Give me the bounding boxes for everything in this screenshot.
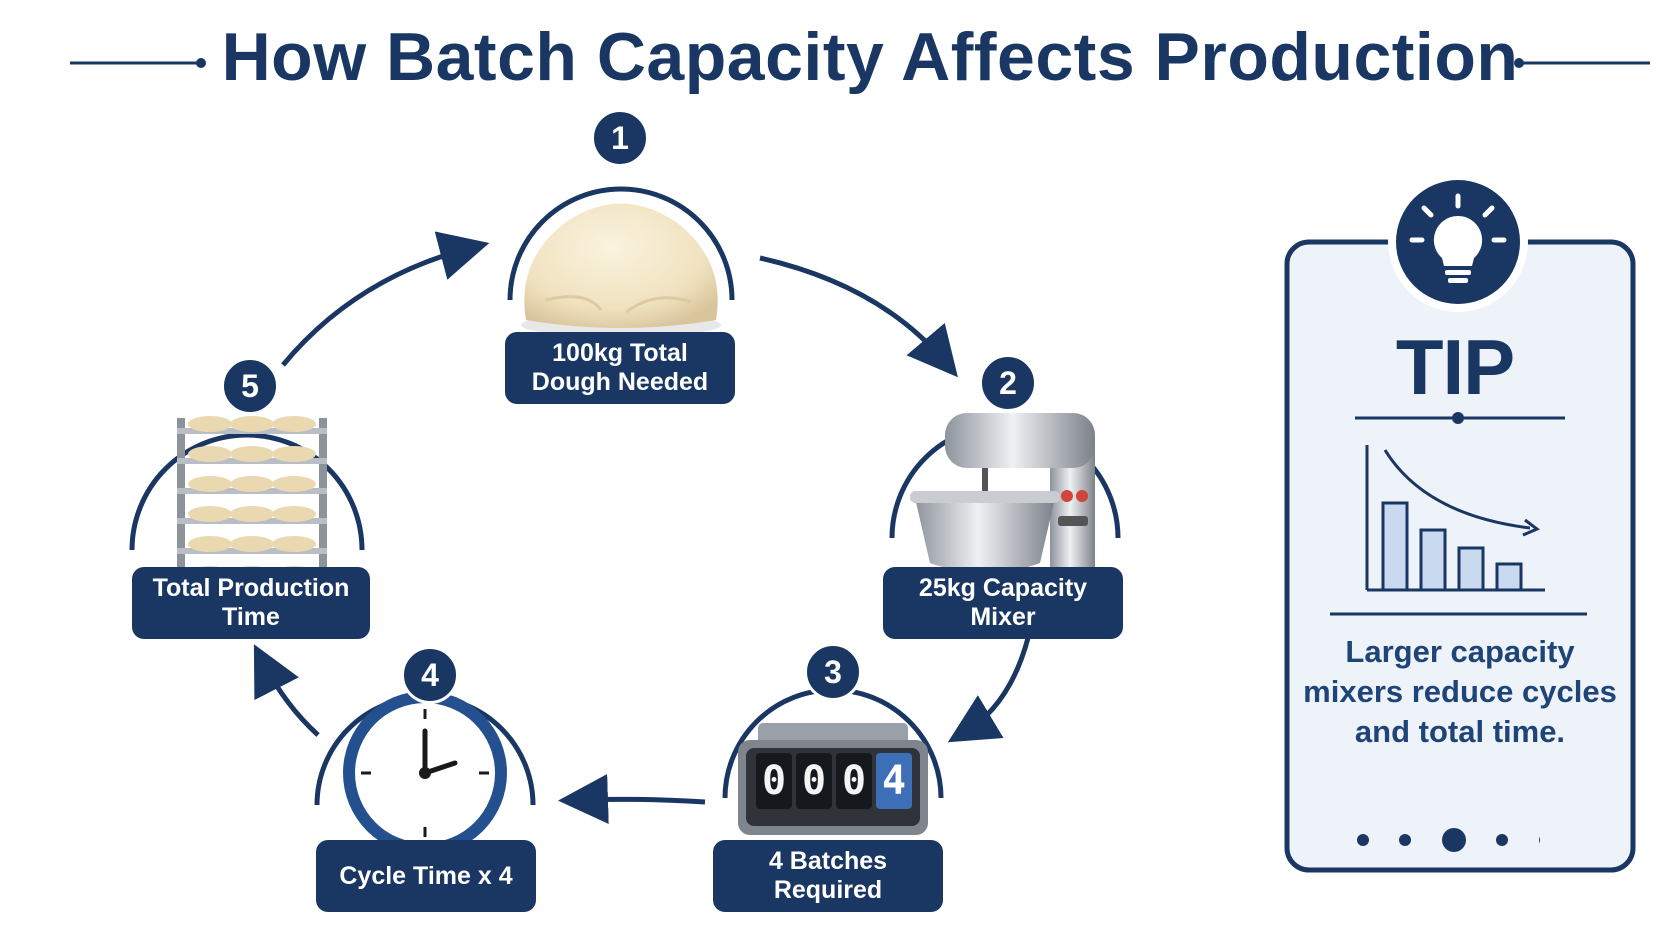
lightbulb-icon bbox=[1409, 193, 1507, 283]
step-3-label: 4 Batches Required bbox=[713, 840, 943, 912]
arrow-1-to-2 bbox=[759, 255, 958, 378]
counter-digit-highlight: 4 bbox=[876, 753, 912, 809]
arrow-2-to-3 bbox=[947, 637, 1031, 743]
step-1-image bbox=[507, 186, 735, 337]
title-decoration bbox=[70, 58, 1650, 68]
tip-heading: TIP bbox=[1395, 323, 1515, 411]
decreasing-bars-icon bbox=[1365, 445, 1545, 592]
arrow-3-to-4 bbox=[558, 774, 706, 825]
page-title: How Batch Capacity Affects Production bbox=[221, 19, 1519, 95]
counter-digit: 0 bbox=[836, 753, 872, 809]
counter-digit: 0 bbox=[756, 753, 792, 809]
step-2-number-badge: 2 bbox=[979, 354, 1037, 412]
step-1-label: 100kg Total Dough Needed bbox=[505, 332, 735, 404]
tip-text: Larger capacity mixers reduce cycles and… bbox=[1303, 634, 1617, 749]
arrow-4-to-5 bbox=[253, 644, 320, 737]
arrow-5-to-1 bbox=[281, 231, 490, 367]
step-5-label: Total Production Time bbox=[132, 567, 370, 639]
pagination-dots bbox=[1357, 828, 1540, 852]
step-5-number-badge: 5 bbox=[221, 357, 279, 415]
step-2-label: 25kg Capacity Mixer bbox=[883, 567, 1123, 639]
counter-display: 0 0 0 4 bbox=[752, 753, 916, 813]
step-4-label: Cycle Time x 4 bbox=[316, 840, 536, 912]
step-4-image bbox=[314, 691, 536, 855]
counter-digit: 0 bbox=[796, 753, 832, 809]
step-4-number-badge: 4 bbox=[401, 646, 459, 704]
step-1-number-badge: 1 bbox=[591, 109, 649, 167]
step-3-number-badge: 3 bbox=[804, 643, 862, 701]
